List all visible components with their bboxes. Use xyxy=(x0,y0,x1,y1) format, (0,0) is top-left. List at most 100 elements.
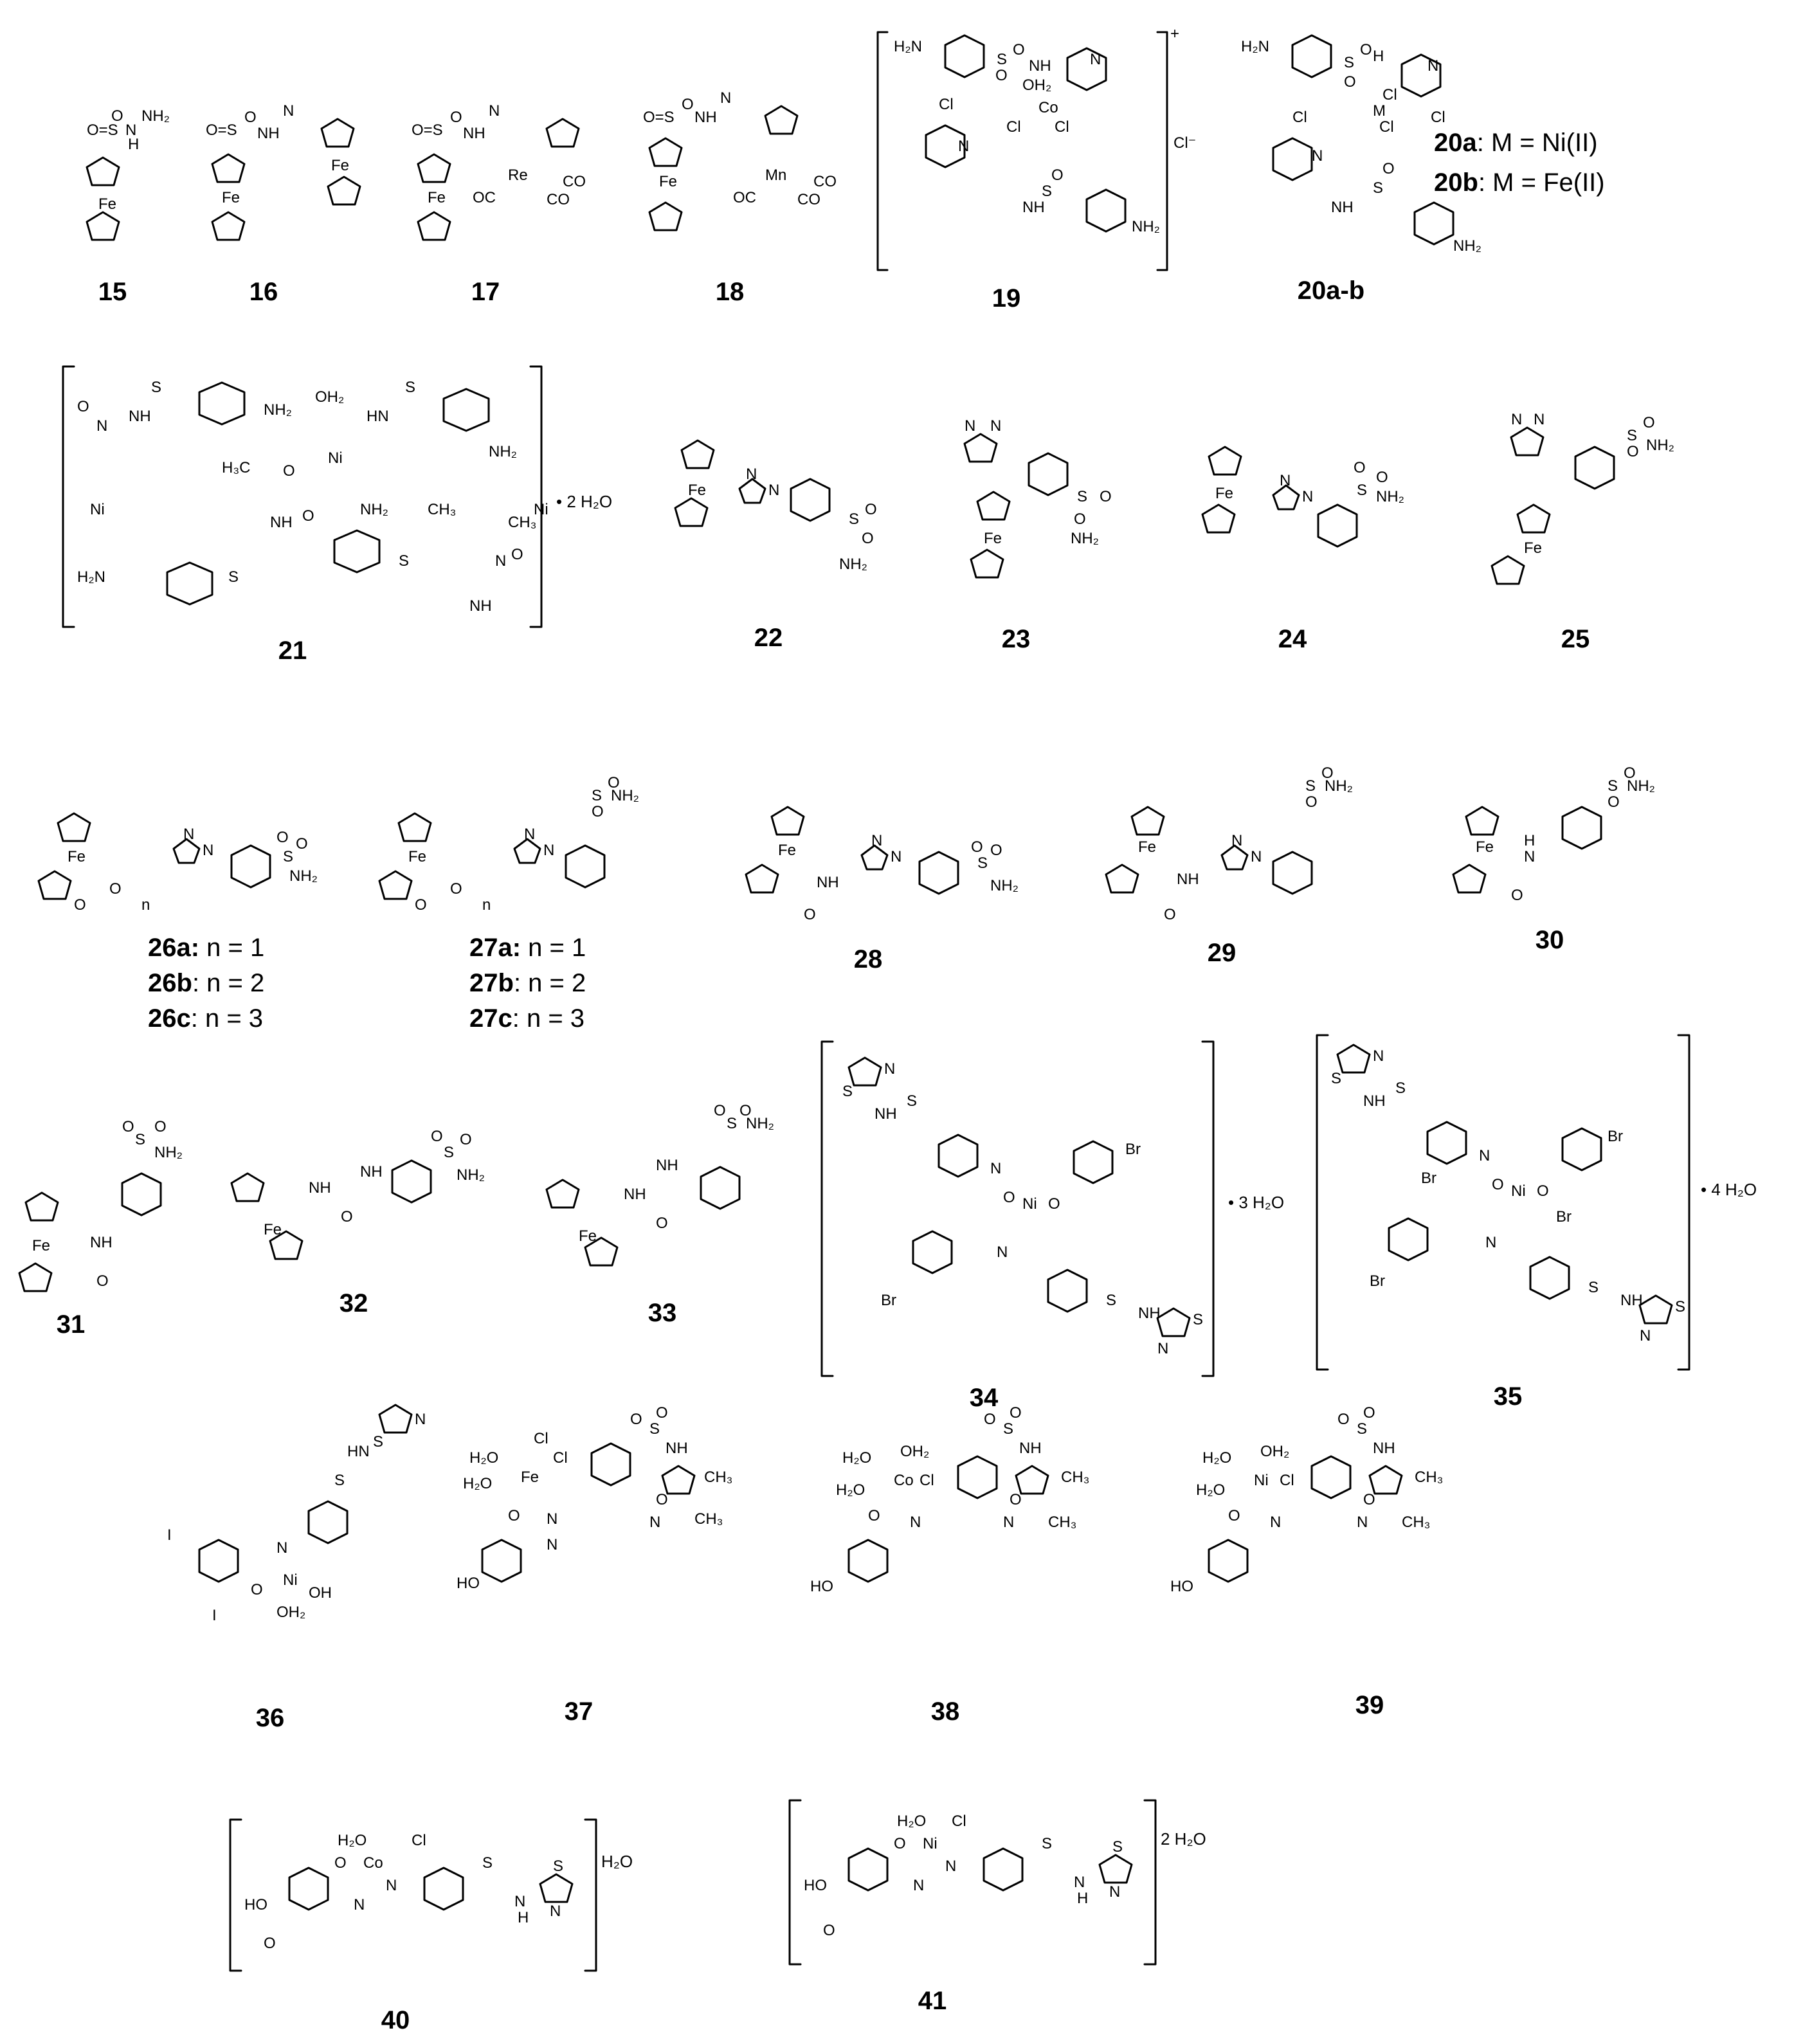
compound-label: 32 xyxy=(339,1289,368,1317)
five-membered-ring xyxy=(970,548,1004,579)
five-membered-ring xyxy=(545,1179,580,1209)
atom-label: NH xyxy=(666,1440,688,1457)
bracket xyxy=(529,365,543,628)
atom-label: H xyxy=(1373,48,1384,65)
benzene-ring xyxy=(166,561,213,606)
five-membered-ring xyxy=(1638,1294,1673,1325)
atom-label: N xyxy=(990,417,1001,435)
benzene-ring xyxy=(1066,47,1107,91)
atom-label: O xyxy=(109,880,122,898)
atom-label: N xyxy=(1479,1147,1490,1164)
atom-label: NH₂ xyxy=(289,867,318,885)
five-membered-ring xyxy=(648,137,683,167)
atom-label: NH xyxy=(1363,1092,1386,1110)
atom-label: O xyxy=(1321,764,1334,782)
atom-label: Re xyxy=(508,167,528,184)
benzene-ring xyxy=(1073,1140,1114,1184)
atom-label: NH₂ xyxy=(457,1166,485,1184)
compound-label: 16 xyxy=(249,278,278,306)
atom-label: Cl xyxy=(1006,118,1021,136)
atom-label: NH xyxy=(1331,199,1354,216)
compound-label: 18 xyxy=(715,278,745,306)
atom-label: N xyxy=(489,102,500,120)
benzene-ring xyxy=(1561,806,1602,850)
atom-label: NH₂ xyxy=(1646,437,1674,454)
atom-label: S xyxy=(1395,1080,1406,1097)
five-membered-ring xyxy=(1105,864,1139,894)
atom-label: O xyxy=(1492,1176,1504,1193)
atom-label: Ni xyxy=(923,1835,938,1852)
atom-label: HO xyxy=(457,1575,480,1592)
bracket xyxy=(1316,1034,1329,1371)
atom-label: Fe xyxy=(68,848,86,865)
five-membered-ring xyxy=(1465,806,1500,836)
five-membered-ring xyxy=(545,118,580,148)
atom-label: H₂O xyxy=(1196,1481,1225,1499)
atom-label: O xyxy=(77,398,89,415)
compound-label: 33 xyxy=(648,1299,677,1327)
atom-label: NH₂ xyxy=(1325,777,1353,795)
benzene-ring xyxy=(1413,201,1454,246)
atom-label: CH₃ xyxy=(1048,1514,1076,1531)
benzene-ring xyxy=(333,529,381,574)
atom-label: S xyxy=(553,1858,563,1875)
atom-label: N xyxy=(1302,488,1313,505)
atom-label: HO xyxy=(804,1877,827,1894)
atom-label: O xyxy=(264,1935,276,1952)
atom-label: N xyxy=(386,1877,397,1894)
atom-label: NH₂ xyxy=(264,401,292,419)
atom-label: CO xyxy=(797,191,820,208)
atom-label: Co xyxy=(363,1854,383,1872)
bracket xyxy=(1677,1034,1690,1371)
compound-label: 37 xyxy=(564,1697,593,1726)
atom-label: N xyxy=(96,417,107,435)
benzene-ring xyxy=(1028,452,1069,496)
atom-label: CO xyxy=(563,173,586,190)
atom-label: N xyxy=(183,826,194,843)
atom-label: O xyxy=(1051,167,1064,184)
atom-label: NH xyxy=(694,109,717,126)
atom-label: N xyxy=(547,1536,557,1553)
atom-label: N xyxy=(354,1896,365,1913)
atom-label: I xyxy=(167,1526,172,1544)
atom-label: H xyxy=(518,1909,529,1926)
benzene-ring xyxy=(1400,53,1442,98)
compound-label: 20a-b xyxy=(1297,276,1365,305)
five-membered-ring xyxy=(18,1262,53,1292)
atom-label: O=S xyxy=(87,122,118,139)
atom-label: NH₂ xyxy=(746,1115,774,1132)
five-membered-ring xyxy=(397,812,432,842)
atom-label: HO xyxy=(810,1578,833,1595)
atom-label: OC xyxy=(733,189,756,206)
five-membered-ring xyxy=(172,838,201,864)
atom-label: OH₂ xyxy=(1022,77,1051,94)
atom-label: O xyxy=(862,530,874,547)
five-membered-ring xyxy=(680,439,715,469)
five-membered-ring xyxy=(1272,484,1300,511)
atom-label: O xyxy=(341,1208,353,1225)
atom-label: n xyxy=(482,896,491,914)
atom-label: H₂O xyxy=(842,1449,871,1467)
five-membered-ring xyxy=(211,153,246,183)
atom-label: CH₃ xyxy=(428,501,456,518)
atom-label: N xyxy=(1357,1514,1368,1531)
atom-label: O xyxy=(1360,41,1372,59)
atom-label: S xyxy=(334,1472,345,1489)
atom-label: O xyxy=(1344,73,1356,91)
bracket xyxy=(876,31,889,271)
atom-label: Cl xyxy=(1292,109,1307,126)
atom-label: S xyxy=(1042,183,1052,200)
compound-label: 30 xyxy=(1535,926,1564,954)
five-membered-ring xyxy=(770,806,805,836)
atom-label: S xyxy=(1112,1838,1123,1856)
caption-26b: 26b: n = 2 xyxy=(148,969,265,997)
